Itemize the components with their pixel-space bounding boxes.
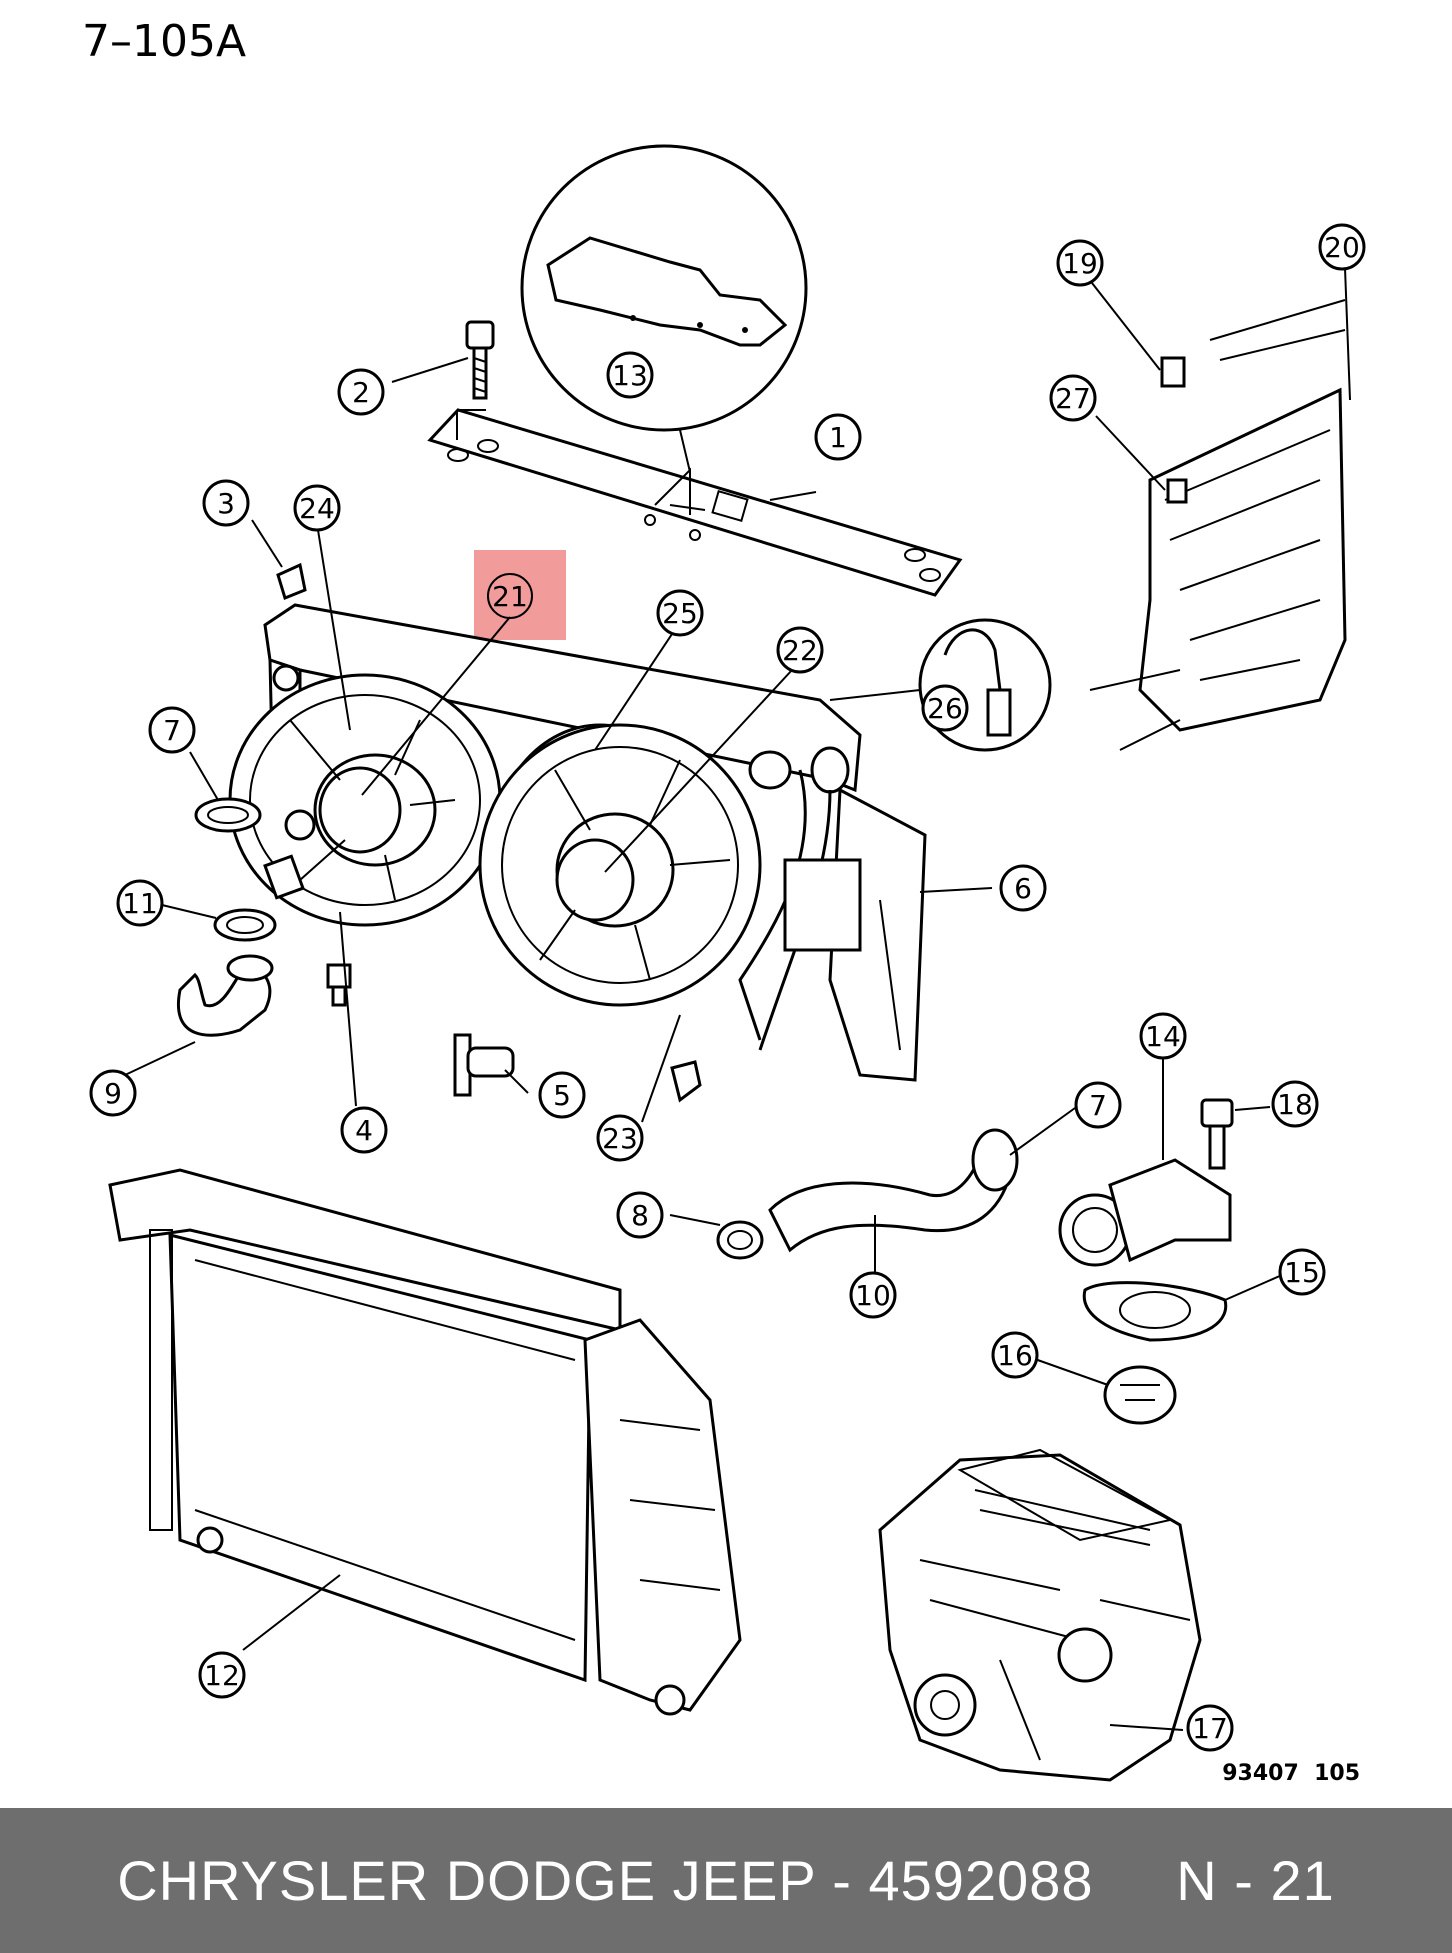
callout-17: 17 — [1186, 1704, 1234, 1752]
callout-5-label: 5 — [553, 1079, 571, 1112]
connector-detail — [829, 618, 1052, 752]
callout-21: 21 — [487, 573, 533, 619]
callout-24: 24 — [293, 484, 341, 532]
callout-25: 25 — [656, 589, 704, 637]
radiator-drawing — [108, 1168, 742, 1716]
callout-11-label: 11 — [122, 887, 158, 920]
callout-19: 19 — [1056, 239, 1104, 287]
callout-22: 22 — [776, 626, 824, 674]
callout-10: 10 — [849, 1271, 897, 1319]
callout-26: 26 — [921, 684, 969, 732]
callout-19-label: 19 — [1062, 247, 1098, 280]
callout-8-label: 8 — [631, 1199, 649, 1232]
callout-7b: 7 — [1074, 1081, 1122, 1129]
callout-26-label: 26 — [927, 692, 963, 725]
callout-7b-label: 7 — [1089, 1089, 1107, 1122]
callout-1: 1 — [814, 413, 862, 461]
caption-ref: N - 21 — [1176, 1849, 1335, 1912]
callout-21-label: 21 — [492, 580, 528, 613]
caption-text: CHRYSLER DODGE JEEP - 4592088 N - 21 — [0, 1808, 1452, 1953]
caption-bar: CHRYSLER DODGE JEEP - 4592088 N - 21 — [0, 1808, 1452, 1953]
callout-15-label: 15 — [1284, 1256, 1320, 1289]
callout-6-label: 6 — [1014, 872, 1032, 905]
callout-4-label: 4 — [355, 1114, 373, 1147]
callout-1-label: 1 — [829, 421, 847, 454]
callout-11: 11 — [116, 879, 164, 927]
callout-4: 4 — [340, 1106, 388, 1154]
callout-20-label: 20 — [1324, 231, 1360, 264]
callout-24-label: 24 — [299, 492, 335, 525]
callout-9-label: 9 — [104, 1077, 122, 1110]
body-structure-drawing — [1089, 299, 1347, 751]
callout-7a: 7 — [148, 706, 196, 754]
leader-lines — [124, 267, 1351, 1731]
callout-13: 13 — [606, 351, 654, 399]
caption-part-number: 4592088 — [868, 1849, 1094, 1912]
callout-16: 16 — [991, 1331, 1039, 1379]
figure-code: 93407 105 — [1222, 1761, 1360, 1786]
callout-3-label: 3 — [217, 487, 235, 520]
callout-27-label: 27 — [1055, 382, 1091, 415]
callout-22-label: 22 — [782, 634, 818, 667]
insulator-detail — [520, 144, 808, 473]
callout-2-label: 2 — [352, 376, 370, 409]
callout-20: 20 — [1318, 223, 1366, 271]
callout-16-label: 16 — [997, 1339, 1033, 1372]
callout-7a-label: 7 — [163, 714, 181, 747]
callout-12-label: 12 — [204, 1659, 240, 1692]
callout-15: 15 — [1278, 1248, 1326, 1296]
thermostat-parts-drawing — [1058, 1098, 1234, 1425]
callout-8: 8 — [616, 1191, 664, 1239]
caption-separator: - — [832, 1849, 852, 1912]
callout-5: 5 — [538, 1071, 586, 1119]
callout-14: 14 — [1139, 1012, 1187, 1060]
clamp-and-hose-drawings — [177, 797, 277, 1037]
bolt-drawing — [465, 320, 495, 400]
callout-13-label: 13 — [612, 359, 648, 392]
callout-3: 3 — [202, 479, 250, 527]
callout-18: 18 — [1271, 1080, 1319, 1128]
engine-drawing — [878, 1448, 1202, 1782]
upper-hose-drawing — [716, 1128, 1019, 1260]
caption-brand: CHRYSLER DODGE JEEP — [117, 1849, 816, 1912]
callout-14-label: 14 — [1145, 1020, 1181, 1053]
callout-10-label: 10 — [855, 1279, 891, 1312]
parts-diagram: 7–105A — [82, 16, 1366, 1786]
callout-23: 23 — [596, 1114, 644, 1162]
crossmember-drawing — [427, 408, 963, 597]
callout-23-label: 23 — [602, 1122, 638, 1155]
page-code: 7–105A — [82, 16, 246, 67]
callout-27: 27 — [1049, 374, 1097, 422]
callout-25-label: 25 — [662, 597, 698, 630]
callout-2: 2 — [337, 368, 385, 416]
callout-18-label: 18 — [1277, 1088, 1313, 1121]
callout-highlight — [474, 550, 566, 640]
callout-9: 9 — [89, 1069, 137, 1117]
fan-shroud-drawing — [228, 603, 927, 1082]
callout-6: 6 — [999, 864, 1047, 912]
callout-12: 12 — [198, 1651, 246, 1699]
callout-17-label: 17 — [1192, 1712, 1228, 1745]
